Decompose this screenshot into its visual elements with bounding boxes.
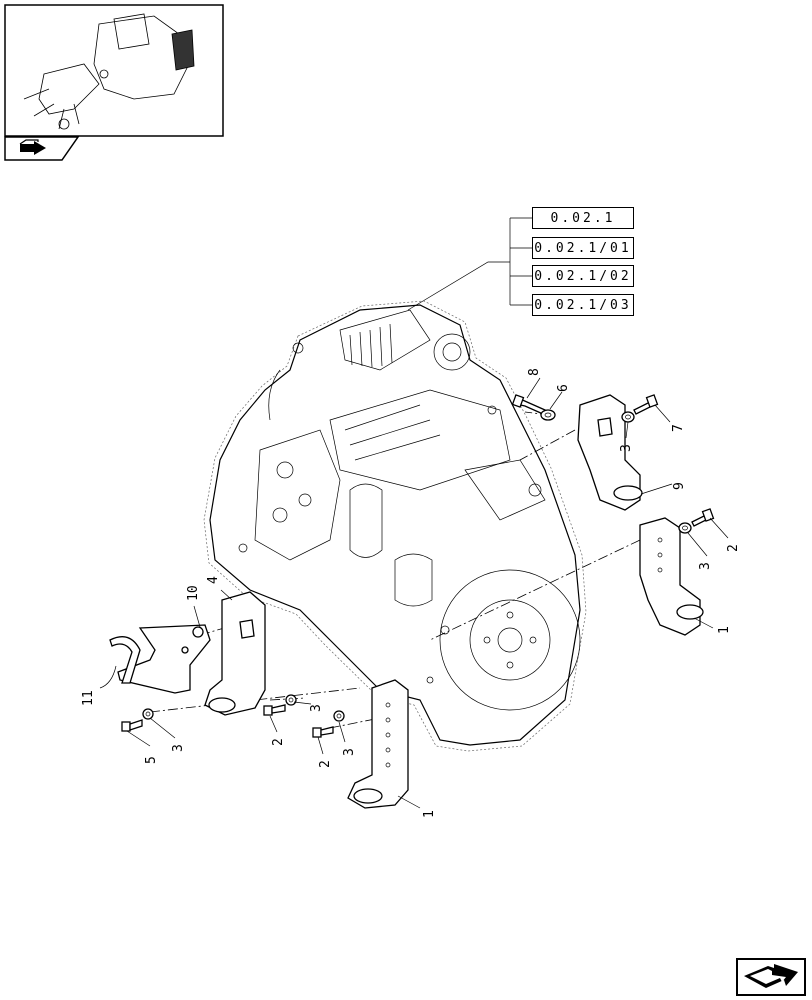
callout-2b: 2 xyxy=(271,738,286,746)
callout-4: 4 xyxy=(206,576,221,584)
screw-5[interactable] xyxy=(121,719,143,732)
callout-3c: 3 xyxy=(171,744,186,752)
bracket-part-4[interactable] xyxy=(204,591,266,716)
screw-2-low[interactable] xyxy=(312,726,334,738)
callout-11: 11 xyxy=(81,690,96,706)
washer-3-low[interactable] xyxy=(333,710,345,722)
fasteners xyxy=(121,394,715,738)
screw-7[interactable] xyxy=(633,394,659,415)
screw-8[interactable] xyxy=(511,394,546,415)
callout-9: 9 xyxy=(672,482,687,490)
washer-6[interactable] xyxy=(540,409,556,421)
callout-1b: 1 xyxy=(422,810,437,818)
callout-3e: 3 xyxy=(342,748,357,756)
callout-8: 8 xyxy=(527,368,542,376)
callout-labels: 8 6 3 7 9 3 2 1 4 10 11 5 3 2 3 2 3 1 xyxy=(81,368,741,818)
callout-1a: 1 xyxy=(717,626,732,634)
callout-2a: 2 xyxy=(726,544,741,552)
washer-3-mid[interactable] xyxy=(285,694,297,706)
callout-3a: 3 xyxy=(619,444,634,452)
washer-3-left[interactable] xyxy=(142,708,154,720)
callout-10: 10 xyxy=(186,585,201,601)
nav-arrow-tab[interactable] xyxy=(4,136,80,162)
clip-part-11[interactable] xyxy=(109,636,141,684)
shield-part-10[interactable] xyxy=(117,624,211,694)
thumbnail-tractor-icon xyxy=(23,13,195,130)
bracket-part-1-right[interactable] xyxy=(639,517,704,636)
reference-box-3[interactable]: 0.02.1/02 xyxy=(532,265,634,287)
leader-lines xyxy=(99,377,729,809)
washer-3-upper[interactable] xyxy=(621,411,635,423)
engine-block xyxy=(203,300,587,752)
screw-2-right[interactable] xyxy=(691,508,715,527)
reference-box-1[interactable]: 0.02.1 xyxy=(532,207,634,229)
reference-box-4[interactable]: 0.02.1/03 xyxy=(532,294,634,316)
callout-3b: 3 xyxy=(698,562,713,570)
bracket-part-1-bottom[interactable] xyxy=(347,679,409,809)
reference-bracket xyxy=(407,217,532,311)
callout-6: 6 xyxy=(556,384,571,392)
callout-7: 7 xyxy=(671,424,686,432)
washer-3-right[interactable] xyxy=(678,522,692,534)
screw-2-mid[interactable] xyxy=(263,704,286,716)
arrow-right-icon xyxy=(19,139,46,155)
callout-3d: 3 xyxy=(309,704,324,712)
folded-arrow-icon xyxy=(744,964,798,988)
callout-5: 5 xyxy=(144,756,159,764)
bracket-part-9[interactable] xyxy=(577,394,643,511)
corner-nav-button[interactable] xyxy=(736,958,806,996)
callout-2c: 2 xyxy=(318,760,333,768)
locator-thumbnail xyxy=(4,4,224,137)
reference-box-2[interactable]: 0.02.1/01 xyxy=(532,237,634,259)
